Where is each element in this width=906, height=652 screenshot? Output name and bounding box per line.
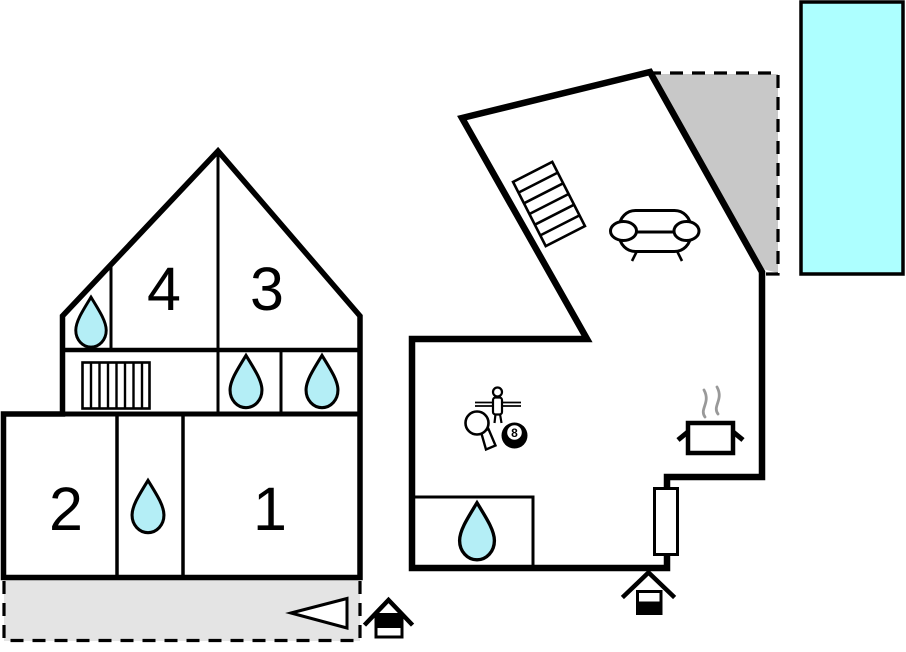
terrace-upper	[652, 74, 778, 273]
room-label-1: 1	[253, 475, 287, 543]
well-body-black-half	[376, 614, 402, 628]
annex-bathroom-walls	[412, 495, 535, 567]
well-icon-left	[362, 596, 415, 639]
cooking-pot-icon	[676, 385, 745, 456]
stairs-icon-annex	[511, 160, 587, 248]
terrace-upper-dashed-border	[648, 71, 780, 276]
well-roof	[362, 596, 415, 627]
well-icon-right	[620, 569, 677, 615]
steam-wave	[701, 388, 708, 419]
swimming-pool-icon	[799, 0, 905, 276]
steam-wave	[714, 385, 721, 416]
foosball-player-legs	[493, 413, 503, 424]
entrance-arrow-icon	[285, 596, 349, 630]
room-label-3: 3	[250, 255, 284, 323]
terrace-lower-dashed-border	[2, 581, 362, 643]
foosball-player-body	[491, 396, 504, 416]
billiard-ball-circle	[507, 425, 522, 440]
well-roof	[620, 569, 677, 600]
room-label-2: 2	[49, 475, 83, 543]
billiard-ball-number: 8	[511, 426, 518, 440]
games-icons: 8	[464, 386, 528, 452]
main-house-exterior-walls	[0, 146, 363, 581]
stairs-steps	[517, 171, 581, 237]
stairs-steps	[89, 362, 144, 409]
sofa-armrest-left	[609, 220, 638, 242]
sofa-icon	[609, 209, 701, 262]
radiator-icon	[653, 487, 679, 556]
foosball-player-head	[491, 386, 504, 398]
well-body-black-half	[637, 601, 661, 614]
table-tennis-paddle-icon	[464, 410, 490, 436]
sofa-armrest-right	[672, 220, 701, 242]
pot-body	[685, 420, 736, 456]
room-label-4: 4	[147, 255, 181, 323]
stairs-icon-main	[81, 361, 151, 410]
